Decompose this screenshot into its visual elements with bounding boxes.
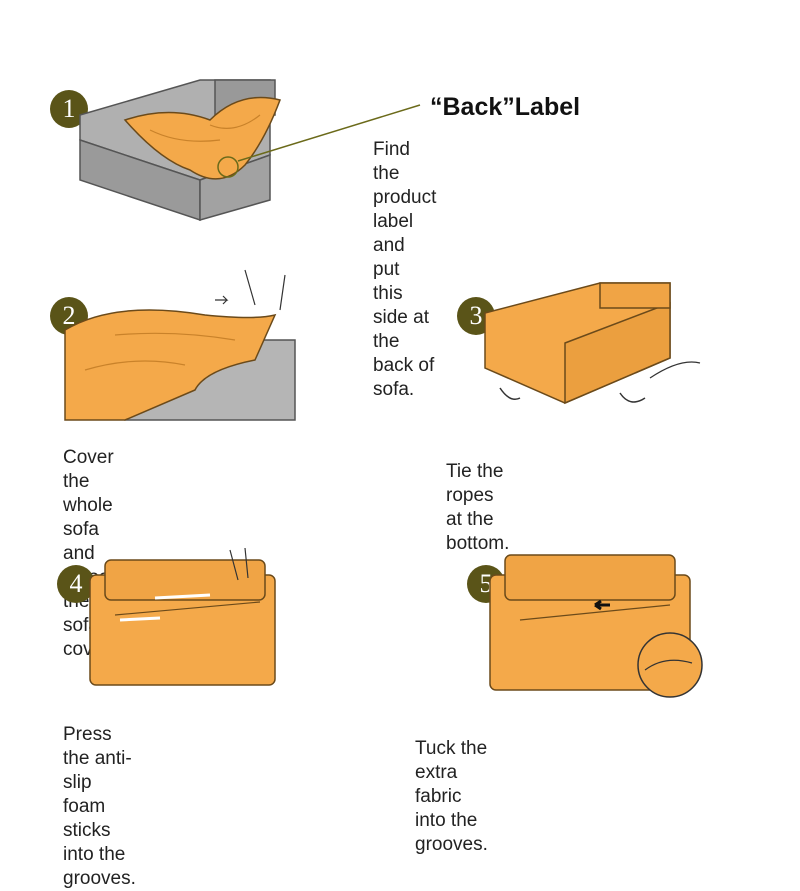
step-caption: Press the anti-slip foam sticks into the… — [63, 724, 136, 889]
step-caption: Tie the ropes at the bottom. — [446, 461, 510, 554]
step-title: “Back”Label — [430, 93, 581, 121]
sofa-back-label-illustration — [79, 79, 421, 222]
sofa-foam-sticks-illustration — [89, 547, 276, 686]
step-number-badge: 1 — [50, 90, 88, 128]
step-number-badge: 5 — [467, 565, 505, 603]
sofa-tie-ropes-illustration — [484, 282, 701, 405]
sofa-tuck-fabric-illustration — [489, 554, 703, 698]
step-caption: Find the product label and put this side… — [373, 139, 437, 400]
sofa-cover-smoothing-illustration — [64, 269, 296, 421]
step-caption: Tuck the extra fabric into the grooves. — [415, 738, 488, 855]
step-number-badge: 4 — [57, 565, 95, 603]
